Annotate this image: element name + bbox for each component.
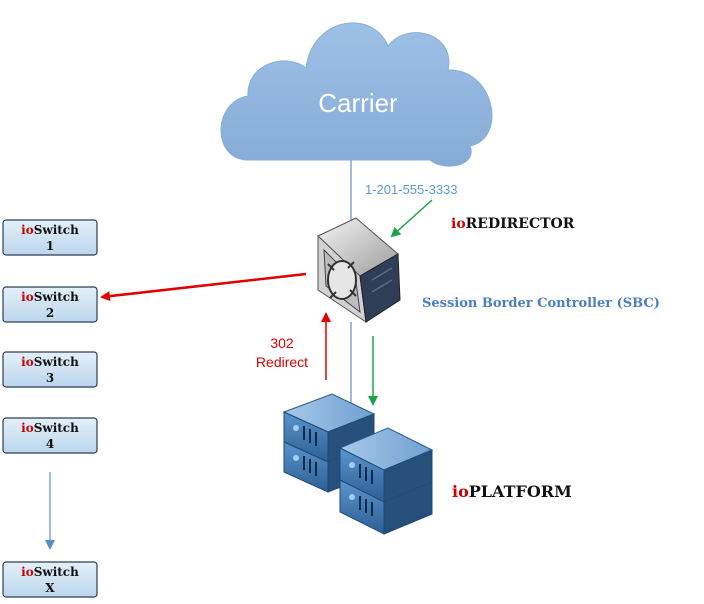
switch-box-1[interactable]: ioSwitch 1 xyxy=(2,219,98,256)
switch-3-id: 3 xyxy=(46,371,54,385)
switch-3-prefix: io xyxy=(21,355,34,369)
redirector-name: REDIRECTOR xyxy=(466,216,575,232)
server-rack-icon xyxy=(282,393,434,535)
switch-3-name: Switch xyxy=(34,355,79,369)
switch-4-title: ioSwitch xyxy=(21,421,79,435)
phone-number: 1-201-555-3333 xyxy=(365,182,458,197)
redirector-prefix: io xyxy=(451,216,466,232)
switch-2-title: ioSwitch xyxy=(21,290,79,304)
switch-4-id: 4 xyxy=(46,437,54,451)
switch-x-prefix: io xyxy=(21,565,34,579)
switch-3-title: ioSwitch xyxy=(21,355,79,369)
switch-2-id: 2 xyxy=(46,306,54,320)
sbc-appliance-icon xyxy=(317,217,401,324)
redirector-label: ioREDIRECTOR xyxy=(451,216,575,232)
sbc-label: Session Border Controller (SBC) xyxy=(422,296,660,311)
number-to-sbc-arrow xyxy=(390,199,433,238)
switch-1-name: Switch xyxy=(34,223,79,237)
switch-2-prefix: io xyxy=(21,290,34,304)
switch-x-title: ioSwitch xyxy=(21,565,79,579)
switch-4-prefix: io xyxy=(21,421,34,435)
platform-prefix: io xyxy=(452,482,469,501)
switch-box-x[interactable]: ioSwitch X xyxy=(2,561,98,598)
switch-1-id: 1 xyxy=(46,239,54,253)
switch-box-3[interactable]: ioSwitch 3 xyxy=(2,351,98,388)
switch-4-name: Switch xyxy=(34,421,79,435)
server-unit-front-bottom xyxy=(339,479,433,535)
platform-name: PLATFORM xyxy=(469,482,572,501)
carrier-cloud: Carrier xyxy=(220,22,493,167)
server-unit-front-top xyxy=(338,427,434,503)
switch-1-title: ioSwitch xyxy=(21,223,79,237)
redirect-word: Redirect xyxy=(256,354,308,370)
switch-x-name: Switch xyxy=(34,565,79,579)
switch-x-id: X xyxy=(45,581,55,595)
switch-2-name: Switch xyxy=(34,290,79,304)
carrier-label: Carrier xyxy=(318,88,398,118)
switch-1-prefix: io xyxy=(21,223,34,237)
switch-box-4[interactable]: ioSwitch 4 xyxy=(2,417,98,454)
platform-label: ioPLATFORM xyxy=(452,482,572,501)
redirect-code: 302 xyxy=(270,335,294,351)
sbc-to-switch2-arrow xyxy=(100,272,307,302)
switch-box-2[interactable]: ioSwitch 2 xyxy=(2,286,98,323)
